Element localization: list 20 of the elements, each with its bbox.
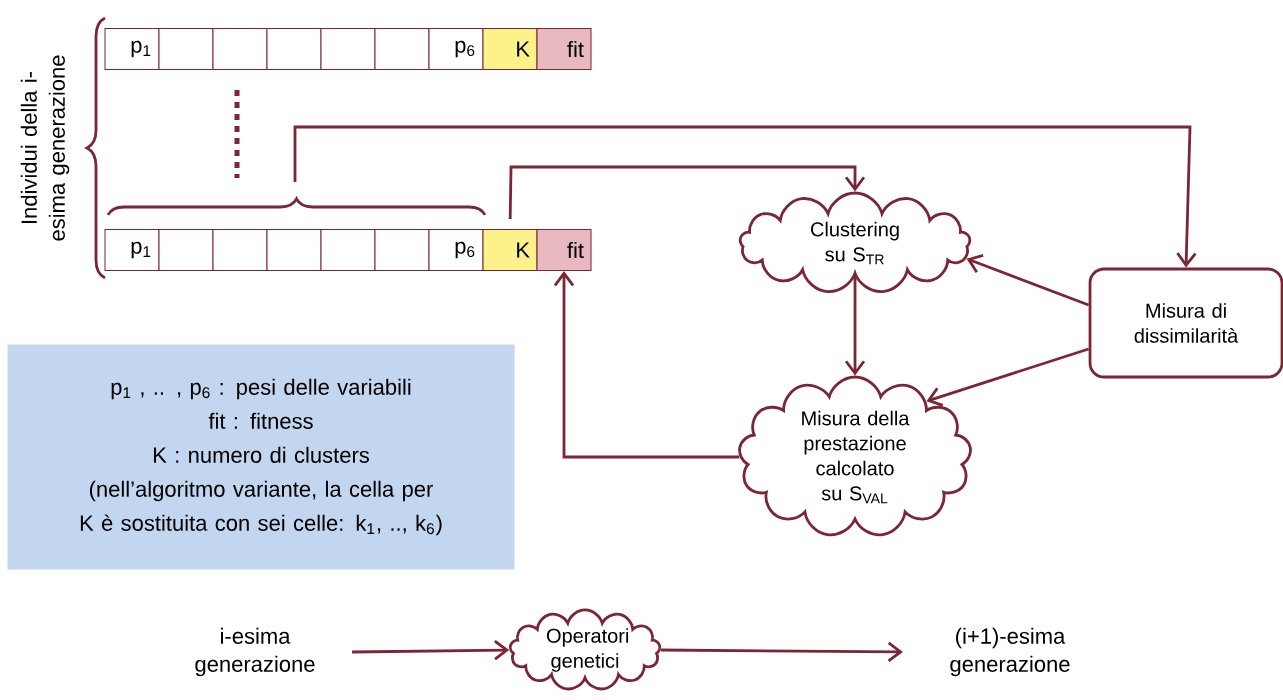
table-cell: K xyxy=(482,28,538,70)
text-label: i-esima generazione xyxy=(195,627,315,677)
table-cell: p$_{6}$ xyxy=(428,229,484,271)
arrow xyxy=(926,347,1090,407)
rotated-label: Individui della i-esima generazione xyxy=(20,55,70,241)
arrow xyxy=(508,165,866,219)
table-cell: K xyxy=(482,229,538,271)
arrow xyxy=(293,125,1197,268)
process-box: Misura di dissimilarità xyxy=(1088,267,1283,379)
arrow xyxy=(553,271,740,459)
table-cell: p$_{6}$ xyxy=(428,28,484,70)
table-cell: fit xyxy=(536,28,592,70)
text-label: (i+1)-esima generazione xyxy=(950,627,1070,677)
legend-panel: p$_{1}$ , .. , p$_{6}$ : pesi delle variabili fit : fitness K : numero di clusters (nell’algoritmo variante, la cella per K è sostituita con sei celle: k$_{1}$, .., k$_{6}$) xyxy=(7,344,515,570)
arrow xyxy=(966,254,1090,307)
arrow xyxy=(660,641,903,662)
table-cell: p$_{1}$ xyxy=(104,28,160,70)
arrow xyxy=(352,640,510,661)
table-cell: p$_{1}$ xyxy=(104,229,160,271)
table-cell: fit xyxy=(536,229,592,271)
